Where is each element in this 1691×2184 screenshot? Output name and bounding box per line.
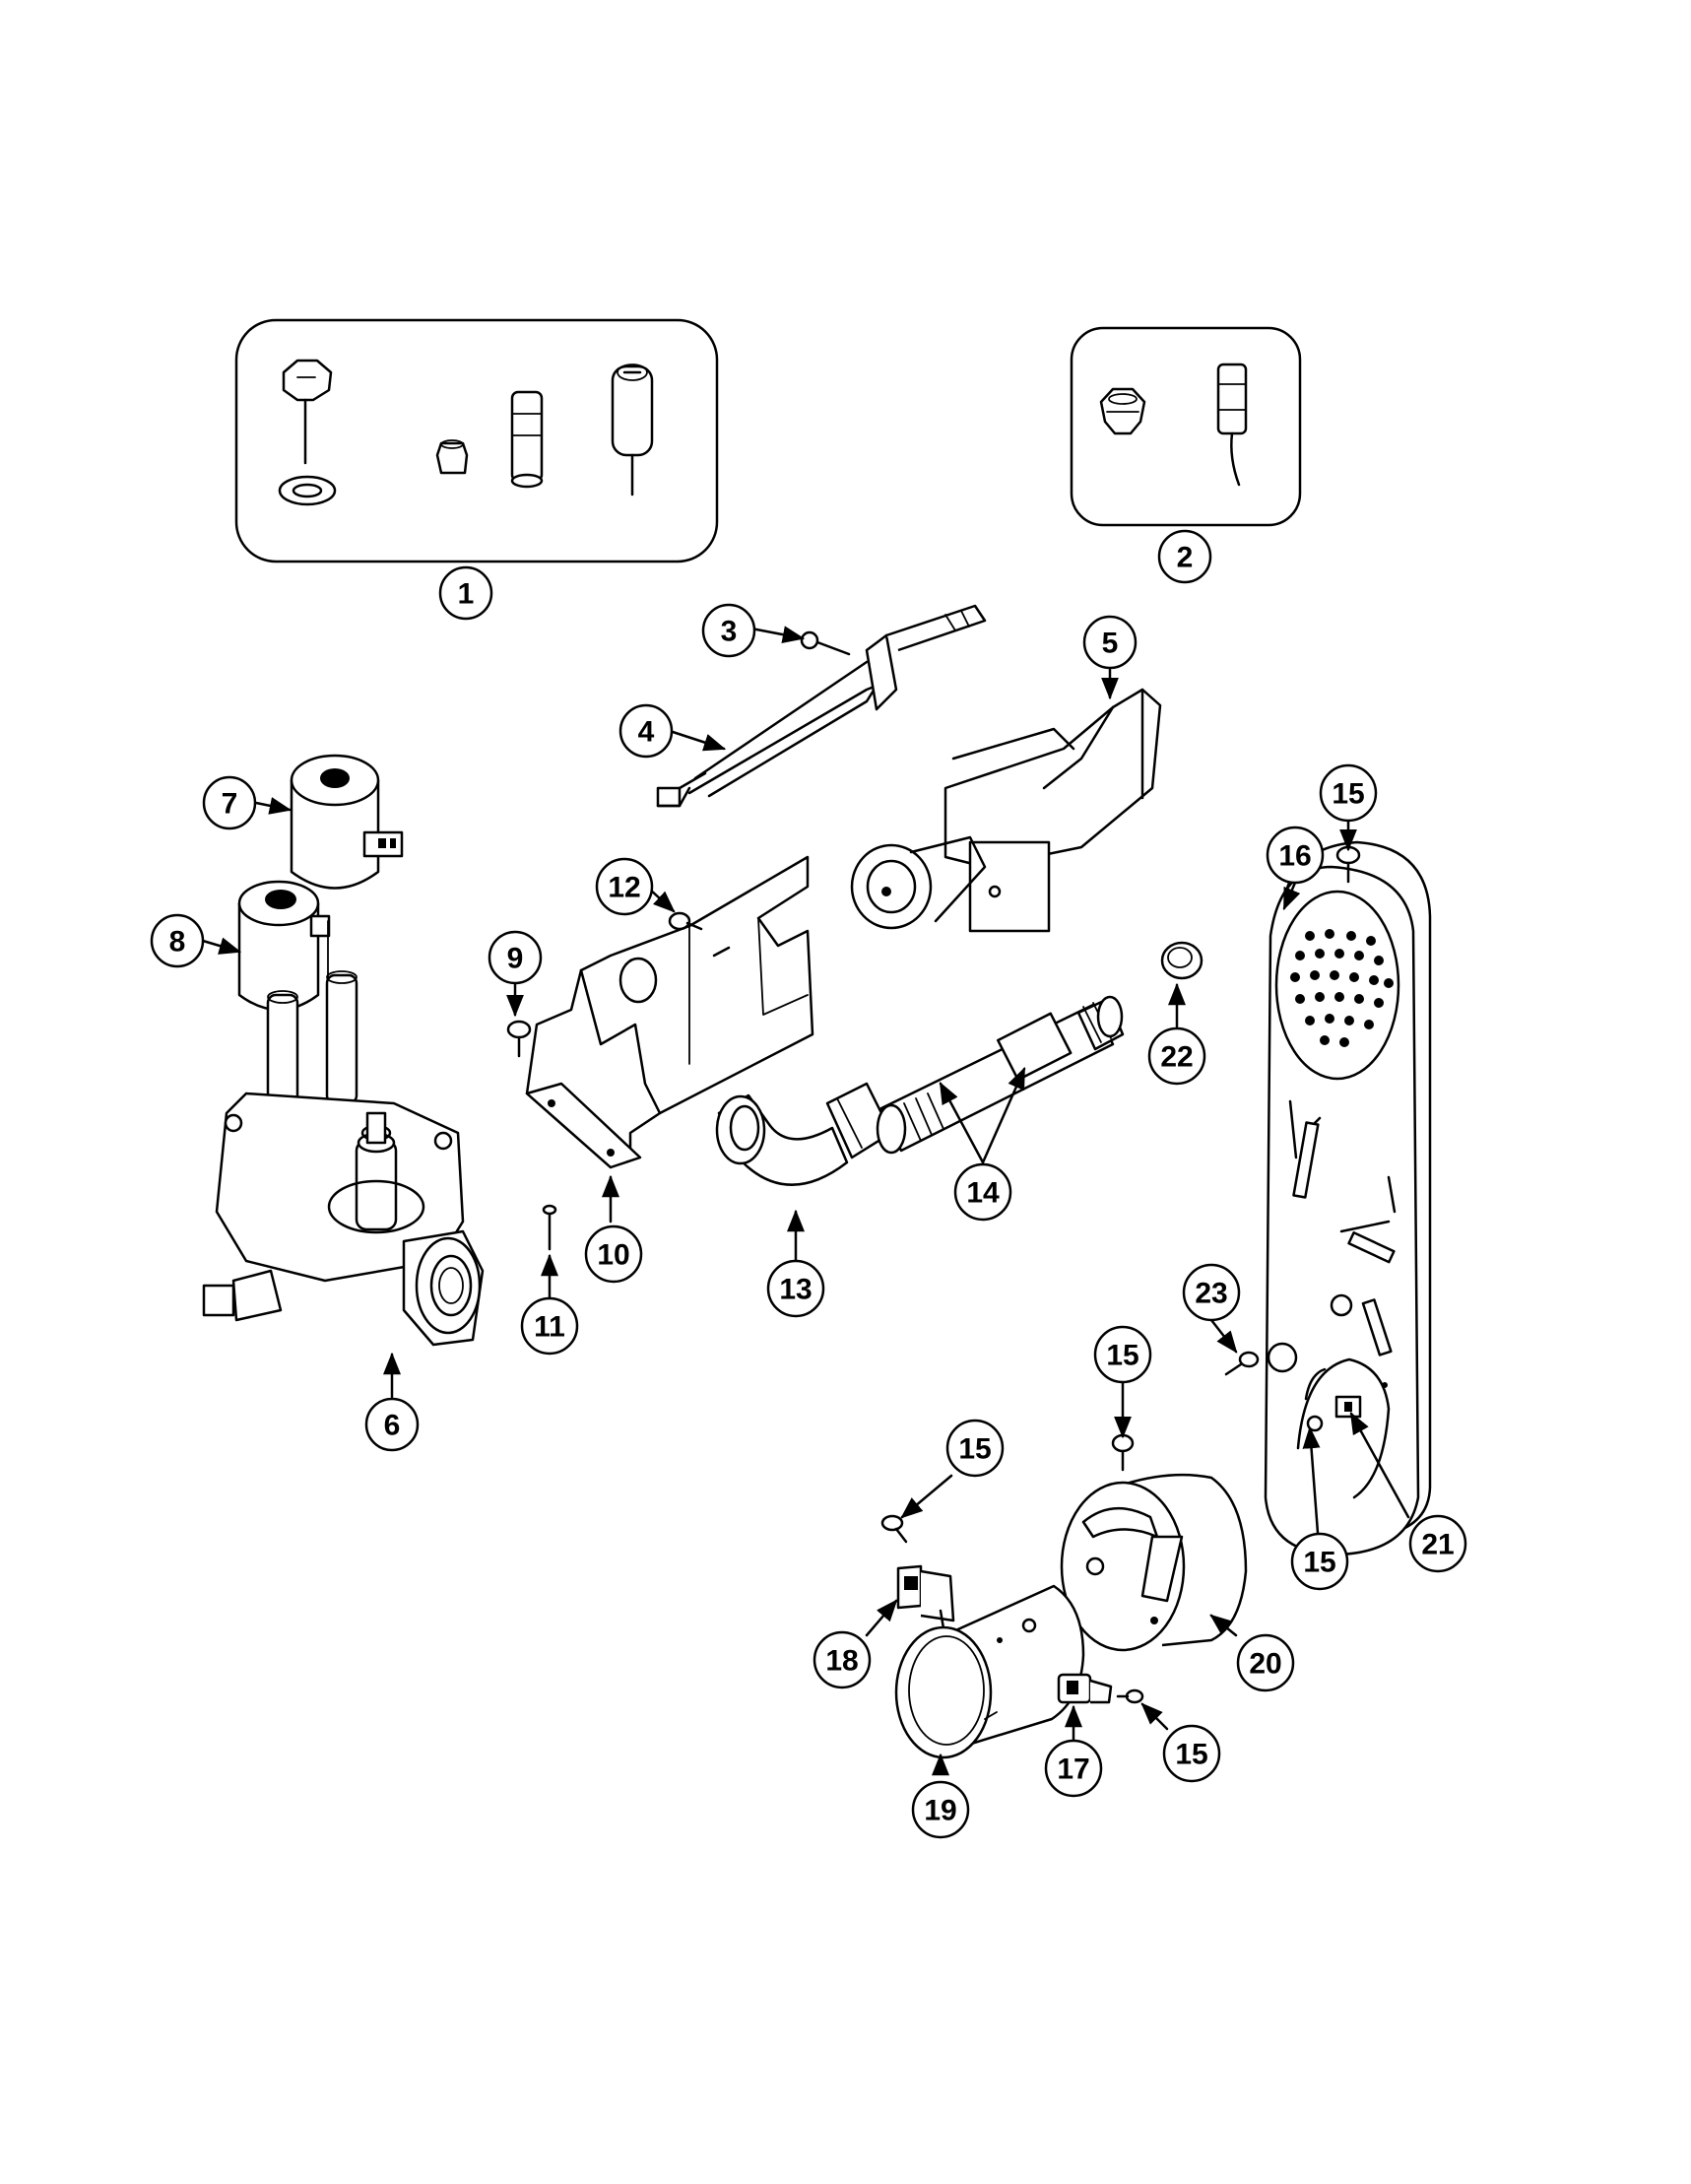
callout-4: 4 bbox=[618, 703, 674, 759]
callout-15-thermostat: 15 bbox=[1162, 1724, 1221, 1783]
callout-9-label: 9 bbox=[507, 943, 524, 975]
plug-22-part bbox=[1160, 941, 1203, 980]
screw-15-thermostat-part bbox=[1116, 1688, 1144, 1704]
callout-3-label: 3 bbox=[721, 616, 738, 648]
screw-15-bracket-part bbox=[880, 1514, 908, 1544]
callout-7: 7 bbox=[202, 775, 257, 830]
wire-harness-4-part bbox=[656, 604, 987, 808]
bracket-10-part bbox=[525, 855, 814, 1169]
callout-3: 3 bbox=[701, 603, 756, 658]
callout-15-chamber: 15 bbox=[1093, 1325, 1152, 1384]
callout-18-label: 18 bbox=[825, 1645, 858, 1678]
screw-23-part bbox=[1224, 1351, 1260, 1376]
callout-17: 17 bbox=[1044, 1739, 1103, 1798]
callout-2: 2 bbox=[1157, 529, 1212, 584]
callout-16-label: 16 bbox=[1278, 840, 1311, 873]
burner-liner-19-part bbox=[894, 1584, 1085, 1759]
callout-8-label: 8 bbox=[169, 926, 186, 959]
callout-21-label: 21 bbox=[1421, 1529, 1454, 1561]
pipe-nipple-14-part bbox=[876, 995, 1125, 1155]
callout-6: 6 bbox=[364, 1397, 420, 1452]
callout-10: 10 bbox=[584, 1224, 643, 1284]
callout-20-label: 20 bbox=[1249, 1648, 1281, 1681]
callout-15-top: 15 bbox=[1319, 763, 1378, 823]
callout-1-label: 1 bbox=[458, 578, 475, 611]
callout-8: 8 bbox=[150, 913, 205, 968]
solenoid-coil-8-part bbox=[237, 880, 331, 1012]
callout-22-label: 22 bbox=[1160, 1041, 1193, 1074]
callout-6-label: 6 bbox=[384, 1410, 401, 1442]
callout-19: 19 bbox=[911, 1780, 970, 1839]
callout-23: 23 bbox=[1182, 1263, 1241, 1322]
callout-14: 14 bbox=[953, 1162, 1012, 1222]
callout-17-label: 17 bbox=[1057, 1754, 1089, 1786]
callout-20: 20 bbox=[1236, 1633, 1295, 1692]
callout-19-label: 19 bbox=[924, 1795, 956, 1827]
flame-sensor-18-part bbox=[896, 1564, 955, 1642]
callout-15-thermostat-label: 15 bbox=[1175, 1739, 1207, 1771]
callout-15-chamber-label: 15 bbox=[1106, 1340, 1138, 1372]
callout-12: 12 bbox=[595, 857, 654, 916]
callout-9: 9 bbox=[488, 930, 543, 985]
combustion-cover-16-part bbox=[1264, 840, 1432, 1556]
callout-14-label: 14 bbox=[966, 1177, 1000, 1210]
callout-5-label: 5 bbox=[1102, 628, 1119, 660]
callout-1: 1 bbox=[438, 565, 493, 621]
callout-5: 5 bbox=[1082, 615, 1138, 670]
callout-13-label: 13 bbox=[779, 1274, 812, 1306]
burner-tube-5-part bbox=[850, 688, 1162, 933]
elbow-13-part bbox=[715, 1082, 893, 1186]
leader-lines bbox=[201, 626, 1410, 1776]
screw-12-part bbox=[668, 911, 703, 931]
callout-2-label: 2 bbox=[1177, 542, 1194, 574]
gas-valve-6-part bbox=[202, 970, 485, 1347]
callout-15-cover-label: 15 bbox=[1303, 1547, 1335, 1579]
thermostat-17-part bbox=[1057, 1673, 1113, 1704]
callout-15-bracket: 15 bbox=[945, 1419, 1005, 1478]
callout-7-label: 7 bbox=[222, 788, 238, 821]
screw-11-part bbox=[542, 1204, 557, 1251]
callout-22: 22 bbox=[1147, 1026, 1206, 1086]
callout-10-label: 10 bbox=[597, 1239, 629, 1272]
callout-11-label: 11 bbox=[534, 1311, 565, 1344]
callout-18: 18 bbox=[813, 1630, 872, 1689]
combustion-chamber-20-part bbox=[1060, 1473, 1248, 1652]
orifice-kit-box bbox=[1070, 326, 1302, 527]
solenoid-coil-7-part bbox=[290, 754, 404, 890]
callout-11: 11 bbox=[520, 1296, 579, 1356]
callout-15-top-label: 15 bbox=[1332, 778, 1364, 811]
callout-23-label: 23 bbox=[1195, 1278, 1227, 1310]
conversion-kit-box bbox=[234, 318, 719, 563]
screw-15-chamber-part bbox=[1111, 1433, 1135, 1472]
callout-12-label: 12 bbox=[608, 872, 640, 904]
callout-13: 13 bbox=[766, 1259, 825, 1318]
callout-15-bracket-label: 15 bbox=[958, 1433, 991, 1466]
callout-4-label: 4 bbox=[638, 716, 655, 749]
callout-21: 21 bbox=[1408, 1514, 1467, 1573]
screw-3-part bbox=[800, 630, 851, 656]
callout-15-cover: 15 bbox=[1290, 1532, 1349, 1591]
screw-9-part bbox=[506, 1020, 532, 1058]
callout-16: 16 bbox=[1266, 826, 1325, 885]
